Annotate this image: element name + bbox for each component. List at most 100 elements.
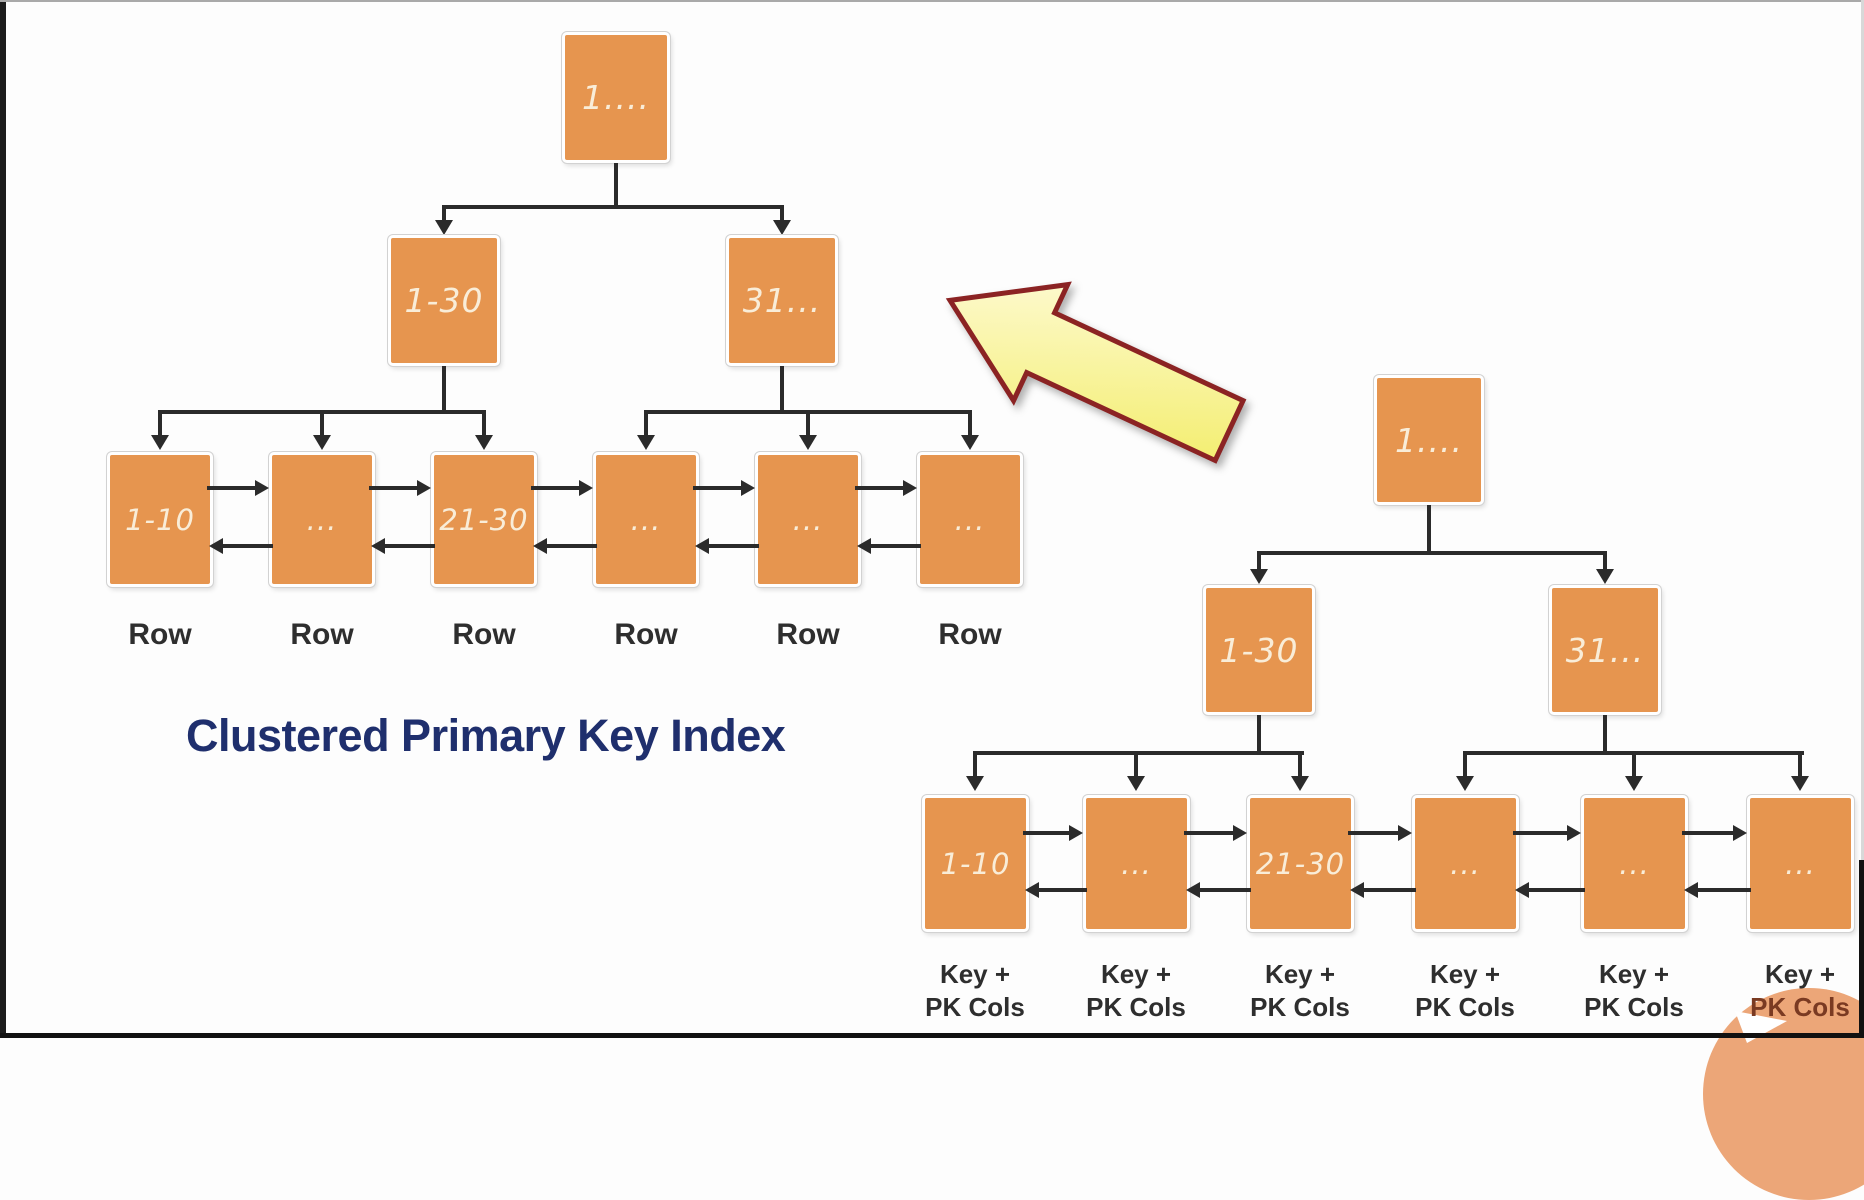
leaf-caption: Row [290, 618, 354, 651]
node-label: ... [1121, 846, 1152, 881]
connector-line [1529, 888, 1585, 892]
arrow-down-icon [1791, 776, 1809, 791]
arrow-right-icon [1233, 825, 1247, 841]
connector-line [442, 366, 446, 414]
connector-line [709, 544, 759, 548]
arrow-down-icon [313, 435, 331, 450]
btree-node-leaf: 21-30 [1247, 795, 1354, 932]
connector-line [1364, 888, 1416, 892]
arrow-down-icon [1127, 776, 1145, 791]
arrow-right-icon [255, 480, 269, 496]
leaf-caption: Row [128, 618, 192, 651]
connector-line [531, 486, 579, 490]
connector-line [1513, 831, 1567, 835]
btree-node-leaf: 1-10 [107, 452, 213, 587]
arrow-left-icon [371, 538, 385, 554]
btree-node-leaf: 1-10 [922, 795, 1029, 932]
connector-line [1603, 551, 1607, 571]
arrow-right-icon [1069, 825, 1083, 841]
connector-line [369, 486, 417, 490]
arrow-right-icon [579, 480, 593, 496]
btree-node-leaf: ... [1581, 795, 1688, 932]
btree-node-leaf: ... [1412, 795, 1519, 932]
connector-line [1023, 831, 1069, 835]
arrow-down-icon [1596, 569, 1614, 584]
arrow-down-icon [637, 435, 655, 450]
connector-line [158, 410, 162, 436]
caption-line1: Key + [1100, 959, 1172, 989]
connector-line [855, 486, 903, 490]
caption-line1: Key + [1598, 959, 1670, 989]
caption-line2: PK Cols [1415, 992, 1515, 1022]
arrow-down-icon [799, 435, 817, 450]
connector-line [385, 544, 435, 548]
connector-line [614, 163, 618, 207]
arrow-down-icon [151, 435, 169, 450]
node-label: ... [630, 502, 662, 537]
connector-line [223, 544, 273, 548]
connector-line [1184, 831, 1233, 835]
arrow-right-icon [1733, 825, 1747, 841]
arrow-left-icon [1025, 882, 1039, 898]
arrow-down-icon [435, 220, 453, 235]
frame-left-border [0, 0, 6, 1038]
arrow-left-icon [1186, 882, 1200, 898]
connector-line [442, 205, 446, 221]
caption-line1: Key + [1764, 959, 1836, 989]
connector-line [207, 486, 255, 490]
node-label: ... [1619, 846, 1650, 881]
arrow-down-icon [773, 220, 791, 235]
node-label: 31... [742, 281, 822, 320]
arrow-down-icon [961, 435, 979, 450]
connector-line [547, 544, 597, 548]
connector-line [1257, 551, 1607, 555]
arrow-left-icon [209, 538, 223, 554]
node-label: ... [1785, 846, 1816, 881]
caption-line1: Key + [939, 959, 1011, 989]
node-label: ... [1450, 846, 1481, 881]
caption-line1: Key + [1429, 959, 1501, 989]
btree-node-leaf: ... [917, 452, 1023, 587]
btree-node-root: 1.... [562, 32, 670, 163]
arrow-right-icon [1567, 825, 1581, 841]
arrow-right-icon [741, 480, 755, 496]
connector-line [780, 205, 784, 221]
connector-line [1463, 751, 1467, 777]
btree-node-internal: 1-30 [388, 235, 500, 366]
connector-line [973, 751, 1304, 755]
diagram-title: Clustered Primary Key Index [186, 710, 786, 761]
connector-line [320, 410, 324, 436]
node-label: ... [954, 502, 986, 537]
node-label: 21-30 [1255, 846, 1346, 881]
arrow-left-icon [695, 538, 709, 554]
leaf-caption: Row [614, 618, 678, 651]
btree-node-leaf: 21-30 [431, 452, 537, 587]
node-label: ... [306, 502, 338, 537]
leaf-caption: Row [776, 618, 840, 651]
btree-node-internal: 1-30 [1203, 585, 1315, 715]
node-label: 1-30 [404, 281, 484, 320]
caption-line2: PK Cols [1086, 992, 1186, 1022]
caption-line2: PK Cols [1584, 992, 1684, 1022]
arrow-left-icon [1350, 882, 1364, 898]
caption-line2: PK Cols [1750, 992, 1850, 1022]
frame-right-border-light [1861, 0, 1864, 860]
frame-top-border [0, 0, 1864, 2]
leaf-caption: Key + PK Cols [1390, 958, 1540, 1024]
leaf-caption: Row [938, 618, 1002, 651]
connector-line [1039, 888, 1087, 892]
arrow-left-icon [857, 538, 871, 554]
connector-line [1603, 715, 1607, 755]
connector-line [1348, 831, 1398, 835]
leaf-caption: Key + PK Cols [1061, 958, 1211, 1024]
leaf-caption: Key + PK Cols [1225, 958, 1375, 1024]
node-label: 31... [1565, 630, 1645, 670]
connector-line [973, 751, 977, 777]
connector-line [693, 486, 741, 490]
leaf-caption: Key + PK Cols [900, 958, 1050, 1024]
leaf-caption: Row [452, 618, 516, 651]
caption-line2: PK Cols [1250, 992, 1350, 1022]
node-label: 1.... [1395, 420, 1463, 460]
connector-line [871, 544, 921, 548]
connector-line [1427, 505, 1431, 553]
